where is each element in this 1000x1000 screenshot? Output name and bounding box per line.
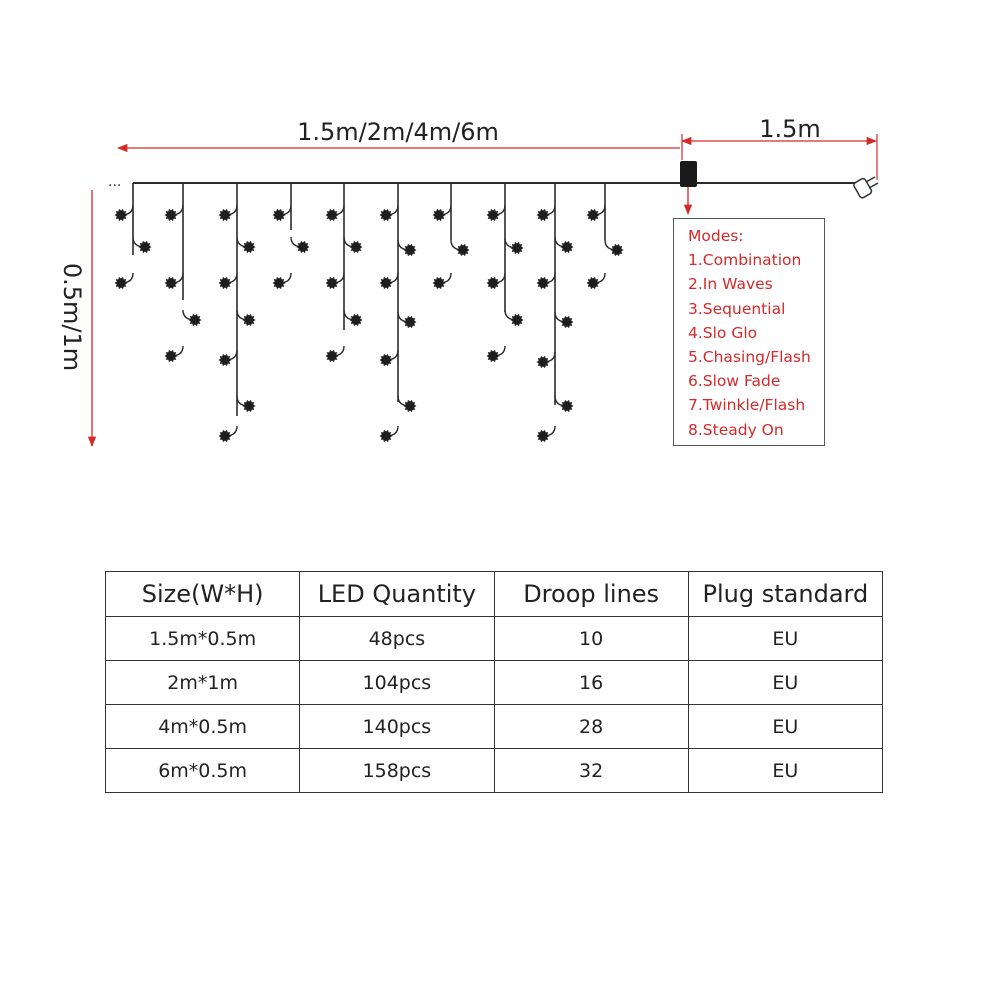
column-header-led-quantity: LED Quantity: [299, 571, 495, 617]
led-bulb-icon: [164, 208, 178, 222]
table-row: 1.5m*0.5m 48pcs 10 EU: [104, 616, 884, 661]
led-bulb-icon: [456, 243, 470, 257]
cell-droop-lines: 10: [493, 616, 689, 661]
mode-item: 3.Sequential: [688, 299, 786, 318]
table-row: 6m*0.5m 158pcs 32 EU: [104, 748, 884, 793]
cell-size: 1.5m*0.5m: [104, 616, 301, 661]
cell-plug-standard: EU: [687, 748, 884, 793]
cell-droop-lines: 16: [493, 660, 689, 705]
controller-box: [680, 161, 697, 187]
led-bulb-icon: [560, 399, 574, 413]
icicle-light-diagram: 1.5m/2m/4m/6m 1.5m 0.5m/1m ...: [58, 115, 879, 448]
table-header-row: Size(W*H) LED Quantity Droop lines Plug …: [104, 571, 884, 617]
width-label: 1.5m/2m/4m/6m: [297, 118, 499, 146]
led-bulb-icon: [379, 353, 393, 367]
mode-item: 8.Steady On: [688, 420, 784, 439]
cell-droop-lines: 28: [493, 704, 689, 749]
mode-item: 5.Chasing/Flash: [688, 348, 811, 367]
cell-led-quantity: 104pcs: [299, 660, 495, 705]
droop-lines: [114, 183, 624, 443]
led-bulb-icon: [242, 313, 256, 327]
led-bulb-icon: [536, 429, 550, 443]
led-bulb-icon: [510, 313, 524, 327]
led-bulb-icon: [218, 429, 232, 443]
led-bulb-icon: [560, 315, 574, 329]
led-bulb-icon: [432, 276, 446, 290]
led-bulb-icon: [272, 276, 286, 290]
led-bulb-icon: [325, 276, 339, 290]
led-bulb-icon: [379, 429, 393, 443]
mode-item: 4.Slo Glo: [688, 323, 758, 342]
led-bulb-icon: [272, 208, 286, 222]
led-bulb-icon: [164, 349, 178, 363]
led-bulb-icon: [403, 315, 417, 329]
mode-item: 6.Slow Fade: [688, 372, 781, 391]
eu-plug-icon: [853, 176, 879, 199]
led-bulb-icon: [218, 353, 232, 367]
led-bulb-icon: [536, 208, 550, 222]
wire-ellipsis: ...: [108, 174, 121, 190]
led-bulb-icon: [296, 240, 310, 254]
cell-droop-lines: 32: [493, 748, 689, 793]
cell-led-quantity: 48pcs: [299, 616, 495, 661]
table-row: 2m*1m 104pcs 16 EU: [104, 660, 884, 705]
led-bulb-icon: [379, 208, 393, 222]
led-bulb-icon: [486, 208, 500, 222]
column-header-droop-lines: Droop lines: [493, 571, 689, 617]
mode-item: 1.Combination: [688, 251, 802, 270]
led-bulb-icon: [325, 208, 339, 222]
led-bulb-icon: [218, 276, 232, 290]
modes-title: Modes:: [688, 227, 744, 245]
cell-led-quantity: 158pcs: [299, 748, 495, 793]
led-bulb-icon: [218, 208, 232, 222]
led-bulb-icon: [164, 276, 178, 290]
led-bulb-icon: [349, 240, 363, 254]
cell-size: 4m*0.5m: [104, 704, 301, 749]
cell-plug-standard: EU: [687, 704, 884, 749]
led-bulb-icon: [242, 240, 256, 254]
height-label: 0.5m/1m: [58, 263, 86, 371]
led-bulb-icon: [325, 349, 339, 363]
led-bulb-icon: [432, 208, 446, 222]
table-row: 4m*0.5m 140pcs 28 EU: [104, 704, 884, 749]
mode-item: 7.Twinkle/Flash: [688, 396, 806, 415]
led-bulb-icon: [560, 240, 574, 254]
led-bulb-icon: [403, 243, 417, 257]
led-bulb-icon: [586, 276, 600, 290]
spec-table: Size(W*H) LED Quantity Droop lines Plug …: [104, 571, 884, 793]
led-bulb-icon: [138, 240, 152, 254]
cell-size: 2m*1m: [104, 660, 301, 705]
led-bulb-icon: [114, 276, 128, 290]
led-bulb-icon: [403, 399, 417, 413]
mode-item: 2.In Waves: [688, 275, 773, 294]
cell-led-quantity: 140pcs: [299, 704, 495, 749]
cell-plug-standard: EU: [687, 660, 884, 705]
led-bulb-icon: [486, 349, 500, 363]
led-bulb-icon: [486, 276, 500, 290]
modes-box: Modes: 1.Combination 2.In Waves 3.Sequen…: [673, 218, 825, 446]
column-header-size: Size(W*H): [104, 571, 301, 617]
led-bulb-icon: [242, 399, 256, 413]
column-header-plug-standard: Plug standard: [687, 571, 884, 617]
led-bulb-icon: [188, 313, 202, 327]
led-bulb-icon: [536, 355, 550, 369]
led-bulb-icon: [610, 243, 624, 257]
cell-plug-standard: EU: [687, 616, 884, 661]
led-bulb-icon: [586, 208, 600, 222]
led-bulb-icon: [114, 208, 128, 222]
lead-label: 1.5m: [759, 115, 821, 143]
led-bulb-icon: [379, 276, 393, 290]
led-bulb-icon: [536, 276, 550, 290]
led-bulb-icon: [349, 313, 363, 327]
cell-size: 6m*0.5m: [104, 748, 301, 793]
led-bulb-icon: [510, 241, 524, 255]
